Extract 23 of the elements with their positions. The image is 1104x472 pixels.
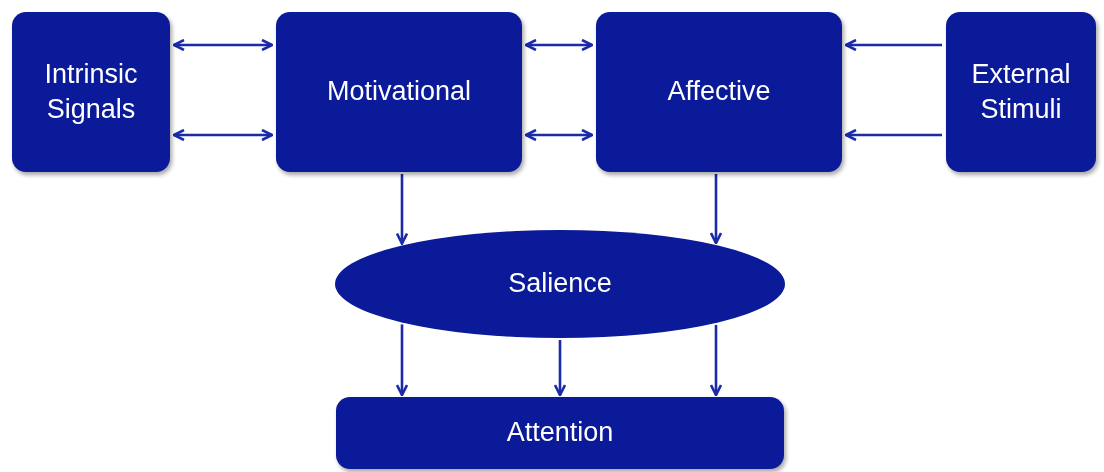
arrow: [395, 324, 409, 397]
arrow: [709, 174, 723, 245]
process-box: [336, 397, 784, 469]
node-label: Affective: [667, 75, 771, 109]
node-label: Motivational: [326, 75, 472, 109]
node-label: External Stimuli: [970, 57, 1072, 126]
process-box: [12, 12, 170, 172]
salience-ellipse: [335, 230, 785, 338]
node-label: Salience: [508, 267, 612, 301]
process-box: [276, 12, 522, 172]
arrow: [709, 324, 723, 397]
node-label: Attention: [506, 416, 614, 450]
arrow: [844, 128, 942, 142]
arrow: [844, 38, 942, 52]
process-box: [946, 12, 1096, 172]
node-label: Intrinsic Signals: [43, 57, 139, 126]
arrow: [172, 38, 274, 52]
arrow: [395, 174, 409, 245]
process-box: [596, 12, 842, 172]
arrow: [172, 128, 274, 142]
arrow: [524, 38, 594, 52]
arrow: [553, 340, 567, 397]
arrow: [524, 128, 594, 142]
